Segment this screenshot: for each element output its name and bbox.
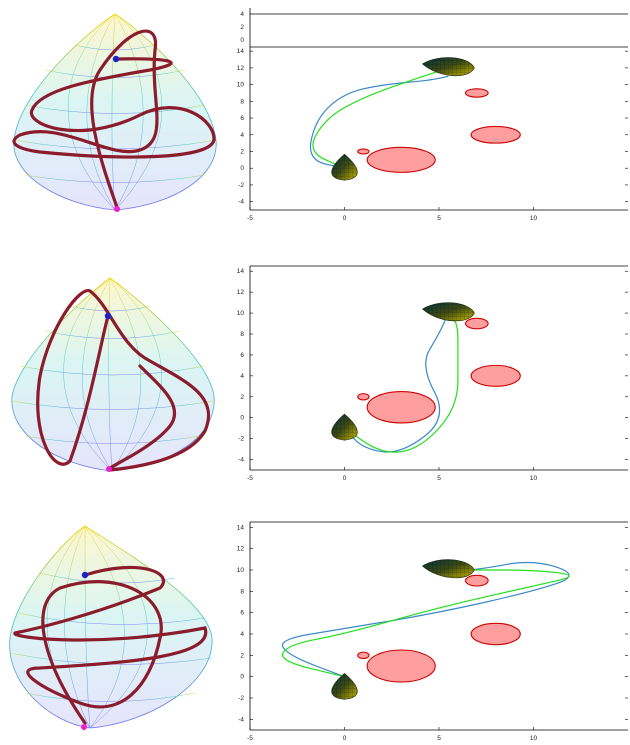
trajectory-blue [309, 75, 449, 169]
goal-teardrop-grid [422, 57, 475, 76]
y-tick-label: -4 [238, 199, 244, 206]
x-tick-label: 10 [530, 215, 538, 222]
obstacle-ellipse [366, 649, 436, 683]
x-tick-label: 10 [530, 475, 538, 482]
y-tick-label: -4 [238, 457, 244, 464]
y-tick-label: 4 [240, 373, 244, 380]
start-teardrop-grid [331, 154, 358, 181]
y-tick-label: 4 [240, 631, 244, 638]
extra-y-tick-label: 0 [240, 37, 244, 44]
obstacle-ellipse [470, 125, 521, 144]
obstacle-ellipse [357, 651, 370, 660]
y-tick-label: 2 [240, 394, 244, 401]
goal-teardrop-grid [422, 559, 475, 578]
y-tick-label: 2 [240, 148, 244, 155]
y-tick-label: 12 [237, 289, 245, 296]
y-tick-label: 12 [237, 546, 245, 553]
y-tick-label: -2 [238, 182, 244, 189]
obstacle-ellipse [464, 574, 489, 587]
y-tick-label: 10 [237, 310, 245, 317]
y-tick-label: 4 [240, 132, 244, 139]
start-dot [81, 571, 89, 579]
trajectory-chart-2: -4 -2 0 2 4 6 8 10 12 14 -5 0 5 10 [237, 265, 628, 482]
y-tick-label: 6 [240, 115, 244, 122]
obstacle-ellipse [464, 88, 489, 98]
y-tick-label: -2 [238, 695, 244, 702]
wireframe-surface-3 [9, 525, 213, 730]
y-tick-label: 14 [237, 268, 245, 275]
y-tick-label: 8 [240, 98, 244, 105]
y-tick-label: 8 [240, 331, 244, 338]
x-tick-label: 0 [343, 215, 347, 222]
goal-teardrop-grid [422, 302, 475, 321]
trajectory-green [281, 569, 570, 678]
obstacle-ellipse [470, 364, 521, 387]
surface-outline [9, 525, 213, 729]
trajectory-path [13, 565, 208, 725]
obstacle-ellipse [357, 393, 370, 401]
extra-y-tick-label: 4 [240, 11, 244, 18]
y-tick-label: 14 [237, 524, 245, 531]
x-tick-label: 0 [343, 475, 347, 482]
x-tick-label: 10 [530, 735, 538, 740]
trajectory-green [312, 67, 449, 169]
y-tick-label: 6 [240, 352, 244, 359]
y-tick-label: 10 [237, 82, 245, 89]
y-tick-label: -2 [238, 436, 244, 443]
obstacle-ellipse [470, 622, 521, 646]
y-tick-label: 6 [240, 610, 244, 617]
extra-y-tick-label: 2 [240, 24, 244, 31]
trajectory-blue [344, 312, 449, 453]
x-tick-label: 5 [437, 735, 441, 740]
trajectory-green [344, 312, 459, 453]
y-tick-label: 14 [237, 48, 245, 55]
y-tick-label: 0 [240, 415, 244, 422]
x-tick-label: 0 [343, 735, 347, 740]
end-dot [106, 466, 112, 472]
start-dot [112, 55, 120, 63]
trajectory-chart-1: -4 -2 0 2 4 6 8 10 12 14 -5 0 5 10 0 2 4 [237, 8, 628, 222]
mesh-lines [11, 277, 215, 472]
y-tick-label: -4 [238, 716, 244, 723]
obstacle-ellipse [366, 146, 436, 173]
trajectory-path [36, 289, 211, 472]
x-tick-label: -5 [247, 215, 253, 222]
obstacle-ellipse [464, 317, 489, 330]
y-tick-label: 8 [240, 588, 244, 595]
x-tick-label: 5 [437, 215, 441, 222]
start-teardrop-grid [331, 673, 358, 700]
trajectory-path [12, 29, 216, 212]
wireframe-surface-2 [11, 277, 215, 472]
start-teardrop-grid [331, 414, 358, 441]
x-tick-label: -5 [247, 735, 253, 740]
wireframe-surface-1 [12, 13, 217, 212]
surface-outline [13, 13, 217, 211]
start-dot [104, 312, 112, 320]
y-tick-label: 2 [240, 652, 244, 659]
obstacle-ellipse [357, 148, 370, 155]
obstacle-ellipse [366, 390, 436, 424]
end-dot [114, 206, 120, 212]
y-tick-label: 10 [237, 567, 245, 574]
x-tick-label: -5 [247, 475, 253, 482]
y-tick-label: 12 [237, 65, 245, 72]
trajectory-chart-3: -4 -2 0 2 4 6 8 10 12 14 -5 0 5 10 [237, 521, 628, 742]
x-tick-label: 5 [437, 475, 441, 482]
end-dot [81, 724, 87, 730]
y-tick-label: 0 [240, 165, 244, 172]
y-tick-label: 0 [240, 674, 244, 681]
